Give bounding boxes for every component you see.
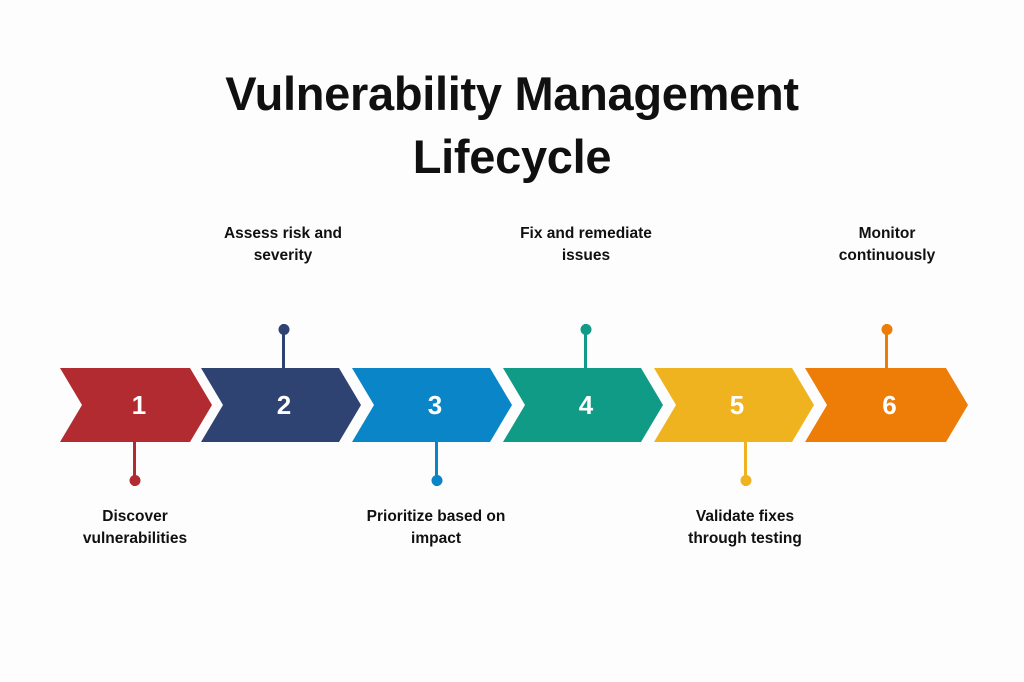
chevron-band: 1 2 3 4 5 6 — [60, 368, 968, 442]
connector-dot-4 — [580, 324, 591, 335]
step-caption-2: Assess risk and severity — [223, 225, 343, 264]
step-caption-6: Monitor continuously — [838, 225, 936, 264]
page-title: Vulnerability Management Lifecycle — [225, 67, 799, 183]
chevron-step-2[interactable]: 2 — [201, 368, 361, 442]
chevron-number-6: 6 — [882, 390, 897, 420]
connector-line-5 — [740, 442, 751, 486]
step-caption-3: Prioritize based on impact — [366, 508, 506, 547]
chevron-number-5: 5 — [729, 390, 745, 420]
step-caption-5: Validate fixes through testing — [688, 508, 802, 547]
connector-dot-5 — [740, 475, 751, 486]
connector-dot-6 — [881, 324, 892, 335]
chevron-step-3[interactable]: 3 — [352, 368, 512, 442]
chevron-step-5[interactable]: 5 — [654, 368, 814, 442]
chevron-step-1[interactable]: 1 — [60, 368, 212, 442]
chevron-step-4[interactable]: 4 — [503, 368, 663, 442]
chevron-number-3: 3 — [427, 390, 443, 420]
step-caption-1: Discover vulnerabilities — [82, 508, 188, 547]
chevron-number-2: 2 — [276, 390, 292, 420]
chevron-step-6[interactable]: 6 — [805, 368, 968, 442]
connector-line-6 — [881, 324, 892, 368]
chevron-number-1: 1 — [131, 390, 147, 420]
chevron-number-4: 4 — [578, 390, 594, 420]
connector-dot-2 — [278, 324, 289, 335]
connector-dot-3 — [431, 475, 442, 486]
connector-dot-1 — [129, 475, 140, 486]
connector-line-4 — [580, 324, 591, 368]
step-caption-4: Fix and remediate issues — [520, 225, 652, 264]
connector-line-3 — [431, 442, 442, 486]
connector-line-2 — [278, 324, 289, 368]
connector-line-1 — [129, 442, 140, 486]
